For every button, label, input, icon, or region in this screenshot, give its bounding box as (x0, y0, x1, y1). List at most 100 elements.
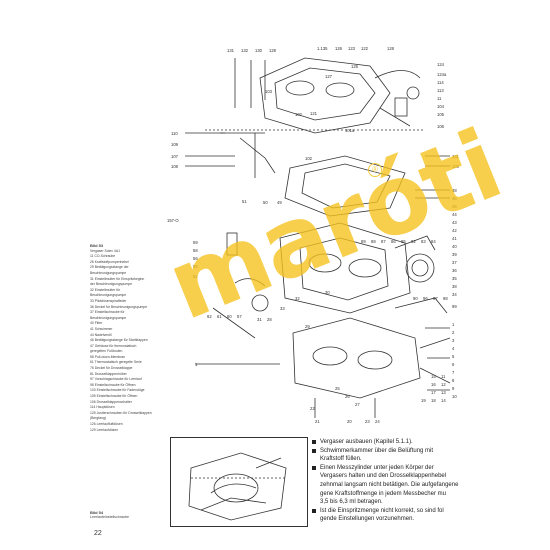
step-text-line: zehnmal langsam nicht betätigen. Die auf… (320, 481, 459, 488)
step-text-line: Einen Messzylinder unter jeden Körper de… (320, 464, 434, 471)
carburetor-exploded-diagram: 131 132 130 128 1.135 126 123 122 128 12… (167, 46, 460, 424)
diagram-label: 107 (171, 154, 179, 159)
step-text-line: Schwimmerkammer über die Belüftung mit (320, 447, 434, 454)
diagram-label: 17 (431, 390, 436, 395)
figure-54-caption: Bild 54 Leerlaufeinstellschraube (90, 510, 129, 520)
diagram-label: 49 (277, 200, 282, 205)
diagram-label: 34 (452, 292, 457, 297)
diagram-label: 100 (452, 164, 460, 169)
diagram-label: 87 (381, 239, 386, 244)
diagram-label: 106 (437, 124, 445, 129)
diagram-label: 24 (375, 419, 380, 424)
legend-item: 11 CO-Schraube (90, 254, 116, 259)
diagram-label: 33 (280, 306, 285, 311)
legend-item: 76 Deckel für Drosselklappe (90, 366, 133, 371)
diagram-label: 10 (452, 394, 457, 399)
step-text-line: Vergasers halten und den Drosselklappenh… (320, 473, 447, 480)
diagram-label: 61 (217, 314, 222, 319)
legend-item: 98 Einstellschraube für Öffnen (90, 382, 136, 387)
diagram-label: 13 (441, 390, 446, 395)
diagram-label: 14 (441, 398, 446, 403)
legend-item: 36 Deckel für Beschleunigungspumpe (90, 304, 148, 309)
legend-item: Beschleunigungspumpe (90, 315, 127, 320)
figure-54-title: Bild 54 (90, 510, 104, 515)
diagram-label: 113 (437, 88, 444, 93)
diagram-label: 46 (452, 196, 457, 201)
legend-item: 125 Justierschrauben für Drosselklappen (90, 410, 152, 415)
diagram-label: 123 (348, 46, 356, 51)
step-text-line: Ist die Einspritzmenge nicht korrekt, so… (320, 507, 444, 514)
diagram-label: 44 (452, 212, 457, 217)
diagram-label: 7 (452, 370, 455, 375)
diagram-label: 85 (401, 239, 406, 244)
diagram-label: 128 (269, 48, 277, 53)
legend-item: 126 Leerlaufluftdüsen (90, 422, 123, 426)
diagram-label: 37 (452, 260, 457, 265)
diagram-label: 89 (361, 239, 366, 244)
procedure-step: Einen Messzylinder unter jeden Körper de… (312, 464, 472, 507)
figure-53-caption: Bild 53 Vergaser Solex 4A1 11 CO-Schraub… (90, 243, 170, 433)
diagram-label: 97 (433, 296, 438, 301)
diagram-label: 42 (452, 228, 457, 233)
step-text-line: gende Einstellungen vorzunehmen. (320, 516, 415, 523)
diagram-label: 30 (325, 290, 330, 295)
diagram-label: 18 (431, 398, 436, 403)
diagram-label: 45 (452, 204, 457, 209)
diagram-label: 25 (335, 386, 340, 391)
legend-item: 29 Betätigungsstange der (90, 265, 129, 270)
diagram-label: 101 (452, 154, 460, 159)
diagram-label: 40 (452, 244, 457, 249)
legend-item: 105 Einstellschraube für Öffnen (90, 394, 138, 399)
figure-53-title: Bild 53 (90, 243, 104, 248)
diagram-label: 98 (443, 296, 448, 301)
diagram-label: 55 (193, 264, 198, 269)
diagram-label: 5 (452, 354, 455, 359)
diagram-label: 124 (437, 62, 445, 67)
diagram-label: 27 (355, 402, 360, 407)
legend-item: 58 Pull-down-Membran (90, 354, 126, 359)
diagram-label: 1 (195, 362, 198, 367)
diagram-label: 86 (391, 239, 396, 244)
procedure-step: Vergaser ausbauen (Kapitel 5.1.1). (312, 438, 472, 447)
legend-item: 44 Nadelventil (90, 332, 112, 337)
diagram-label: 96 (423, 296, 428, 301)
legend-item: 33 Pilotdüsenspiralfeder (90, 298, 127, 303)
diagram-label: 6 (452, 362, 455, 367)
diagram-label: 60 (227, 314, 232, 319)
diagram-label: 20 (347, 419, 352, 424)
diagram-label: 22 (310, 406, 315, 411)
figure-53-subtitle: Vergaser Solex 4A1 (90, 248, 120, 253)
diagram-label: 51 (242, 199, 247, 204)
diagram-label: 48 (452, 188, 457, 193)
diagram-label: 50 (263, 200, 268, 205)
procedure-step: Ist die Einspritzmenge nicht korrekt, so… (312, 507, 472, 524)
diagram-label: 105 (437, 112, 445, 117)
diagram-label: 127 (325, 74, 333, 79)
legend-item: 31 Einstellmutter für Einspritzbeginn (90, 276, 145, 281)
idle-screw-inset-diagram (170, 437, 308, 527)
diagram-label: 132 (241, 48, 249, 53)
diagram-label: 157-O (167, 218, 179, 223)
legend-item: 114 Hauptdüsen (90, 405, 115, 410)
diagram-label: 19 (421, 398, 426, 403)
page-number: 22 (94, 530, 102, 537)
diagram-label: 43 (452, 220, 457, 225)
legend-item: geregelten Fußboden (90, 349, 123, 354)
diagram-label: 130 (255, 48, 263, 53)
diagram-label: 9 (452, 386, 455, 391)
diagram-label: 56 (193, 256, 198, 261)
diagram-label: 126 (335, 46, 343, 51)
legend-item: (Bergfang) (90, 416, 107, 421)
diagram-label: 83 (421, 239, 426, 244)
diagram-label: 84 (431, 239, 436, 244)
diagram-label: 38 (452, 284, 457, 289)
step-text-line: 3,5 bis 6,3 ml betragen. (320, 499, 383, 506)
diagram-label: 35 (452, 276, 457, 281)
diagram-label: 11 (437, 96, 442, 101)
diagram-label: 90 (413, 296, 418, 301)
diagram-label: 39 (452, 252, 457, 257)
diagram-label: 124a (437, 72, 447, 77)
legend-item: 97 Vorschlagschraube für Leerlauf (90, 377, 142, 382)
diagram-label: 110 (171, 131, 178, 136)
diagram-label: 62 (207, 314, 212, 319)
